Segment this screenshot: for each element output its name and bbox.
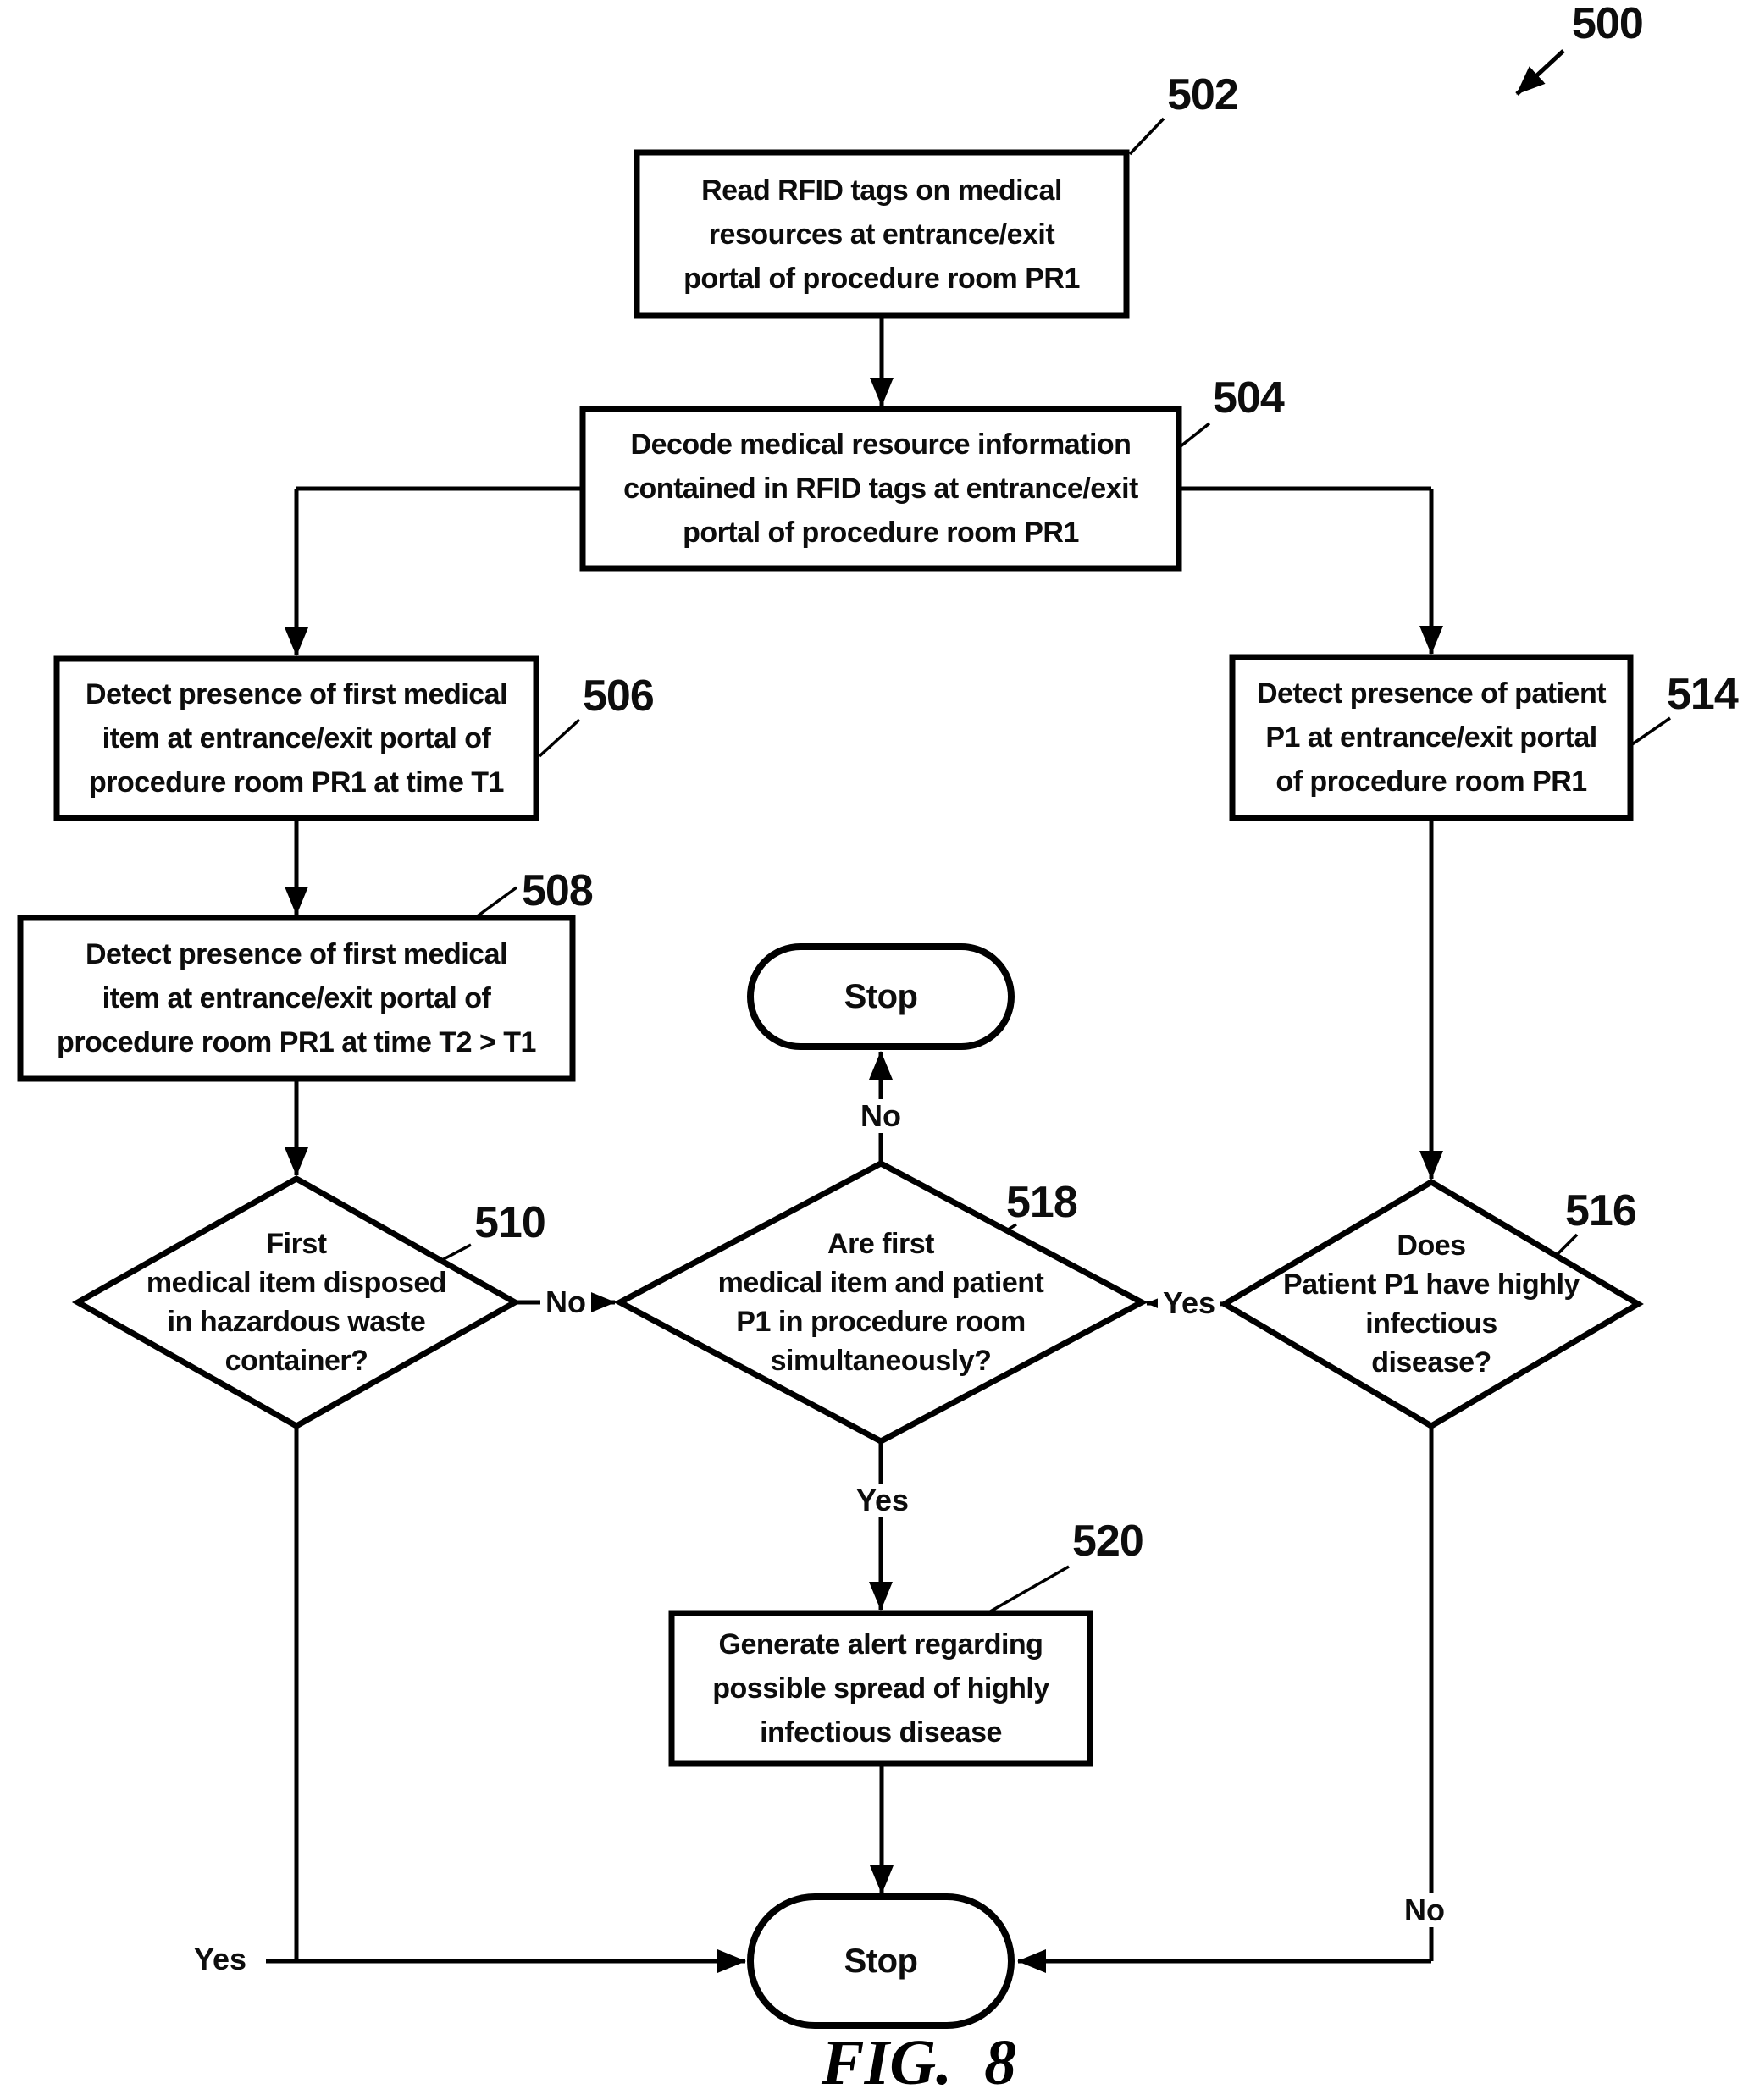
decision-node-518-text: Are first medical item and patient P1 in… bbox=[717, 1228, 1044, 1377]
leader-508 bbox=[471, 886, 518, 921]
ref-label-504: 504 bbox=[1213, 373, 1285, 423]
process-box-504 bbox=[579, 406, 1182, 572]
process-node-520-text: Generate alert regarding possible spread… bbox=[712, 1628, 1049, 1749]
process-node-504-text: Decode medical resource information cont… bbox=[623, 428, 1138, 549]
process-node-514-text: Detect presence of patient P1 at entranc… bbox=[1256, 677, 1607, 798]
decision-node-516-text: Does Patient P1 have highly infectious d… bbox=[1283, 1230, 1580, 1379]
ref-label-514: 514 bbox=[1667, 670, 1739, 719]
process-node-508-text: Detect presence of first medical item at… bbox=[57, 938, 536, 1058]
ref-label-520: 520 bbox=[1072, 1517, 1144, 1566]
process-box-502 bbox=[634, 149, 1130, 319]
terminator-stop-top-text: Stop bbox=[844, 978, 918, 1015]
ref-label-502: 502 bbox=[1167, 70, 1239, 119]
process-box-520 bbox=[668, 1610, 1093, 1767]
leader-520 bbox=[985, 1565, 1070, 1616]
terminator-stop-bottom-text: Stop bbox=[844, 1942, 918, 1980]
decision-diamond-518 bbox=[613, 1160, 1148, 1445]
ref-label-508: 508 bbox=[522, 866, 594, 915]
process-node-502-text: Read RFID tags on medical resources at e… bbox=[683, 174, 1080, 295]
decision-node-510-text: First medical item disposed in hazardous… bbox=[146, 1228, 447, 1377]
process-box-506 bbox=[53, 655, 540, 821]
leader-510 bbox=[440, 1243, 472, 1263]
edge-label-no-510-to-518: No bbox=[540, 1285, 591, 1319]
ref-label-506: 506 bbox=[583, 671, 655, 721]
process-box-514 bbox=[1229, 654, 1634, 821]
figure-ref-arrow bbox=[1515, 49, 1565, 96]
ref-label-516: 516 bbox=[1565, 1186, 1637, 1235]
edge-label-yes-518-to-520: Yes bbox=[850, 1484, 915, 1517]
edge-label-no-518-to-stop: No bbox=[855, 1099, 906, 1133]
leader-504 bbox=[1179, 422, 1211, 448]
figure-caption: FIG. 8 bbox=[821, 2027, 1017, 2098]
edge-label-no-516-to-stop: No bbox=[1399, 1893, 1450, 1927]
leader-506 bbox=[538, 718, 581, 758]
decision-diamond-516 bbox=[1219, 1178, 1644, 1430]
process-node-506-text: Detect presence of first medical item at… bbox=[86, 678, 507, 799]
edge-label-yes-516-to-518: Yes bbox=[1157, 1286, 1221, 1320]
ref-label-500: 500 bbox=[1572, 0, 1644, 48]
edge-label-yes-510-to-stop: Yes bbox=[188, 1942, 252, 1976]
ref-label-510: 510 bbox=[474, 1198, 546, 1247]
process-box-508 bbox=[17, 915, 576, 1082]
decision-diamond-510 bbox=[71, 1174, 522, 1430]
terminator-stop-top bbox=[747, 943, 1015, 1050]
terminator-stop-bottom bbox=[747, 1893, 1015, 2029]
leader-502 bbox=[1128, 117, 1165, 156]
ref-label-518: 518 bbox=[1006, 1178, 1078, 1227]
